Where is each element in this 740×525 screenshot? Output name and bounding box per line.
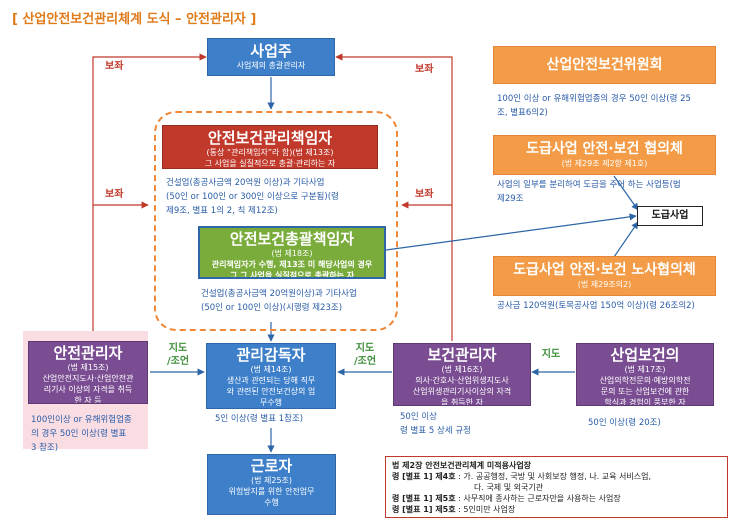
labor-council-title: 도급사업 안전·보건 노사협의체 bbox=[513, 262, 696, 278]
guide-label-right: 지도 bbox=[541, 349, 561, 360]
safety-note: 100인이상 or 유해위험업종 의 경우 50인 이상(령 별표 3 참조) bbox=[31, 415, 132, 453]
owner-title: 사업주 bbox=[250, 42, 292, 60]
general-resp-note: 건설업(총공사금액 20억원이상)과 기타사업 (50인 or 100인 이상)… bbox=[201, 289, 357, 313]
occ-doctor-title: 산업보건의 bbox=[610, 346, 680, 364]
worker-box: 근로자 (법 제25조) 위험방지를 위한 안전업무 수행 bbox=[207, 454, 336, 515]
general-resp-box: 안전보건총괄책임자 (법 제18조) 관리책임자가 수행, 제13조 미 해당사… bbox=[198, 226, 386, 279]
exempt-row3-val: : 5인미만 사업장 bbox=[458, 505, 516, 514]
safety-manager-law: (법 제15조) bbox=[67, 363, 109, 372]
contract-business-box: 도급사업 bbox=[637, 206, 703, 226]
occ-doctor-box: 산업보건의 (법 제17조) 산업의학전문의·예방의학전 문의 또는 산업보건에… bbox=[576, 343, 714, 406]
health-manager-law: (법 제16조) bbox=[441, 365, 483, 374]
manager-resp-box: 안전보건관리책임자 (통상 “관리책임자”라 함)(법 제13조) 그 사업을 … bbox=[162, 125, 378, 169]
contract-council-box: 도급사업 안전·보건 협의체 (법 제29조 제2항 제1호) bbox=[493, 135, 716, 175]
page-title: [ 산업안전보건관리체계 도식 – 안전관리자 ] bbox=[12, 12, 257, 27]
committee-note: 100인 이상 or 유해위험업종의 경우 50인 이상(령 25 조, 별표6… bbox=[497, 94, 691, 118]
assist-label-right-mid: 보좌 bbox=[415, 189, 434, 200]
general-resp-desc1: 관리책임자가 수행, 제13조 미 해당사업의 경우 bbox=[211, 260, 373, 269]
labor-council-box: 도급사업 안전·보건 노사협의체 (법 제29조의2) bbox=[493, 256, 716, 296]
guide-label-mid: 지도 /조언 bbox=[353, 343, 377, 367]
supervisor-note: 5인 이상(령 별표 1참조) bbox=[215, 414, 304, 424]
assist-line-left bbox=[92, 53, 207, 341]
general-resp-title: 안전보건총괄책임자 bbox=[229, 230, 355, 248]
committee-title: 산업안전보건위원회 bbox=[546, 57, 663, 73]
doctor-note: 50인 이상(령 20조) bbox=[588, 418, 661, 428]
general-resp-desc2: 그 그 사업을 실질적으로 총괄하는 자 bbox=[229, 271, 355, 279]
exempt-box: 법 제2장 안전보건관리체계 미적용사업장 령 [별표 1] 제4호 : 가. … bbox=[385, 456, 728, 518]
supervisor-box: 관리감독자 (법 제14조) 생산과 관련되는 당해 직무 와 관련된 안전보건… bbox=[206, 343, 336, 409]
safety-manager-title: 안전관리자 bbox=[53, 344, 123, 362]
general-resp-law: (법 제18조) bbox=[271, 249, 313, 258]
exempt-row3-key: 령 [별표 1] 제5호 bbox=[392, 505, 456, 514]
manager-resp-desc2: 그 사업을 실질적으로 총괄·관리하는 자 bbox=[204, 159, 336, 168]
health-note: 50인 이상 령 별표 5 상세 규정 bbox=[400, 412, 471, 436]
exempt-heading: 법 제2장 안전보건관리체계 미적용사업장 bbox=[392, 461, 532, 470]
assist-label-right-top: 보좌 bbox=[415, 64, 434, 75]
owner-desc: 사업체의 총괄관리자 bbox=[236, 61, 306, 70]
committee-box: 산업안전보건위원회 bbox=[493, 46, 716, 84]
assist-label-left-mid: 보좌 bbox=[105, 189, 124, 200]
guide-label-left: 지도 /조언 bbox=[166, 343, 190, 367]
contract-council-law: (법 제29조 제2항 제1호) bbox=[561, 159, 648, 168]
worker-law: (법 제25조) bbox=[250, 476, 293, 485]
assist-label-left-top: 보좌 bbox=[105, 61, 124, 72]
contract-council-title: 도급사업 안전·보건 협의체 bbox=[526, 141, 683, 157]
exempt-row2-key: 령 [별표 1] 제5호 bbox=[392, 494, 456, 503]
exempt-row1-key: 령 [별표 1] 제4호 bbox=[392, 472, 456, 481]
assist-line-right bbox=[335, 53, 453, 341]
manager-resp-desc1: (통상 “관리책임자”라 함)(법 제13조) bbox=[206, 148, 334, 157]
health-manager-title: 보건관리자 bbox=[427, 346, 497, 364]
worker-title: 근로자 bbox=[250, 457, 293, 475]
manager-resp-note: 건설업(총공사금액 20억원 이상)과 기타사업 (50인 or 100인 or… bbox=[166, 178, 339, 216]
labor-council-law: (법 제29조의2) bbox=[577, 280, 632, 289]
exempt-row1-val: : 가. 공공행정, 국방 및 사회보장 행정, 나. 교육 서비스업, bbox=[458, 472, 652, 481]
supervisor-law: (법 제14조) bbox=[250, 365, 292, 374]
arrow-general-to-business bbox=[385, 213, 637, 251]
safety-manager-box: 안전관리자 (법 제15조) 산업안전지도사·산업안전관 리기사 이상의 자격을… bbox=[28, 341, 148, 404]
occ-doctor-law: (법 제17조) bbox=[624, 365, 666, 374]
arrow-labor-to-business bbox=[613, 221, 639, 258]
management-group-frame bbox=[154, 111, 398, 331]
exempt-row2-val: : 사무직에 종사하는 근로자만을 사용하는 사업장 bbox=[458, 494, 621, 503]
exempt-row1-val2: 다. 국제 및 외국기관 bbox=[474, 483, 544, 492]
health-manager-box: 보건관리자 (법 제16조) 의사·간호사·산업위생지도사 산업위생관리기사이상… bbox=[393, 343, 531, 406]
arrow-contract-to-business bbox=[613, 175, 639, 211]
manager-resp-title: 안전보건관리책임자 bbox=[207, 129, 333, 147]
owner-box: 사업주 사업체의 총괄관리자 bbox=[207, 38, 335, 76]
contract-note: 사업의 일부를 분리하여 도급을 주어 하는 사업등(법 제29조 bbox=[497, 180, 681, 204]
supervisor-title: 관리감독자 bbox=[236, 346, 306, 364]
labor-note: 공사금 120억원(토목공사업 150억 이상)(령 26조의2) bbox=[497, 301, 695, 311]
